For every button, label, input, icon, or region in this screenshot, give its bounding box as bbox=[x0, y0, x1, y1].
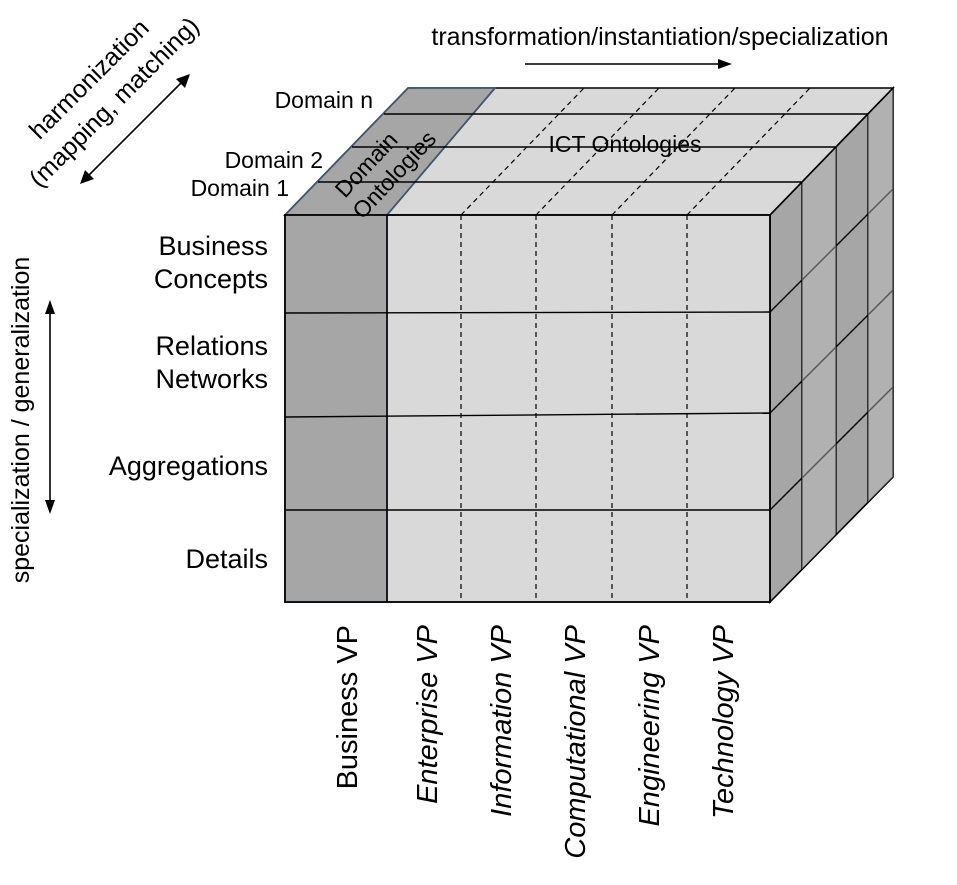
col-label-computational-vp: Computational VP bbox=[560, 624, 592, 858]
row-label-details: Details bbox=[185, 544, 268, 574]
transformation-arrow bbox=[525, 59, 732, 69]
col-label-technology-vp: Technology VP bbox=[708, 624, 740, 819]
col-label-enterprise-vp: Enterprise VP bbox=[412, 624, 444, 804]
domain-n-label: Domain n bbox=[275, 87, 373, 113]
domain-1-label: Domain 1 bbox=[191, 175, 289, 201]
row-label-concepts: Concepts bbox=[154, 264, 268, 294]
row-label-relations: Relations bbox=[155, 331, 268, 361]
cube-right-face bbox=[769, 86, 894, 604]
col-label-business-vp: Business VP bbox=[332, 625, 364, 789]
cube-front-face bbox=[284, 214, 771, 603]
col-label-information-vp: Information VP bbox=[486, 624, 518, 816]
row-label-business: Business bbox=[158, 231, 268, 261]
specialization-generalization-arrow bbox=[45, 300, 55, 514]
domain-2-label: Domain 2 bbox=[225, 147, 323, 173]
transformation-arrow-label: transformation/instantiation/specializat… bbox=[431, 23, 888, 51]
ict-ontologies-label: ICT Ontologies bbox=[549, 131, 702, 157]
business-vp-column bbox=[284, 214, 388, 603]
harmonization-arrow bbox=[80, 74, 190, 184]
col-label-engineering-vp: Engineering VP bbox=[634, 624, 666, 826]
row-label-networks: Networks bbox=[155, 364, 268, 394]
row-label-aggregations: Aggregations bbox=[109, 451, 268, 481]
cube-top-face bbox=[282, 87, 895, 216]
specialization-generalization-label: specialization / generalization bbox=[7, 257, 35, 584]
